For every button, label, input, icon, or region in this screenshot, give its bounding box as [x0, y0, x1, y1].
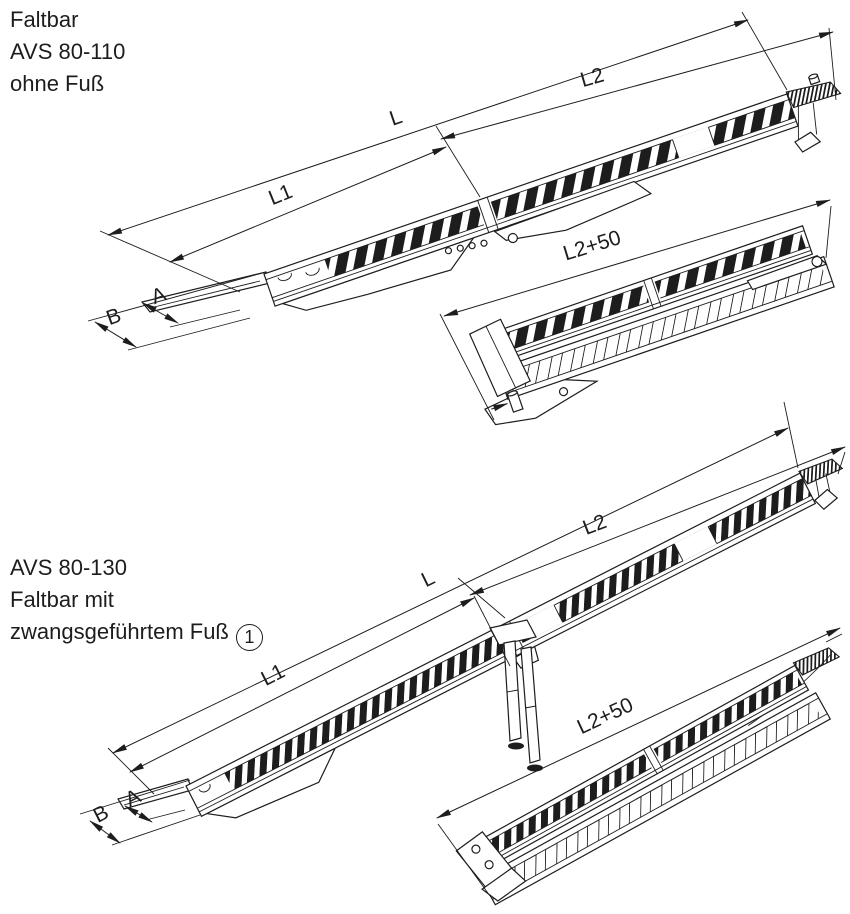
top-label-line2: AVS 80-110 — [10, 39, 126, 64]
dim-line-folded-top — [443, 199, 831, 317]
dim-label-l1-bottom: L1 — [257, 660, 288, 691]
locking-pin — [491, 390, 524, 413]
dim-line-folded-bottom — [436, 627, 841, 819]
top-label-line3: ohne Fuß — [10, 71, 105, 96]
dim-label-l-top: L — [387, 105, 406, 131]
dim-line-l-top — [107, 19, 749, 236]
bottom-ramp-unfolded — [185, 458, 844, 819]
dim-label-l-bottom: L — [418, 566, 439, 592]
folded-lip — [792, 647, 841, 676]
dim-line-a-bottom — [124, 805, 153, 823]
dim-line-l2-bottom — [469, 446, 846, 596]
callout-1-badge: 1 — [235, 624, 263, 651]
dim-line-b-bottom — [89, 820, 121, 844]
dim-label-folded-bottom: L2+50 — [574, 693, 637, 739]
dim-line-b-top — [94, 321, 137, 348]
dim-label-b-top: B — [103, 304, 124, 330]
top-variant-label: Faltbar AVS 80-110 ohne Fuß — [10, 4, 125, 100]
bottom-label-line2: Faltbar mit — [10, 587, 114, 612]
bottom-variant-label: AVS 80-130 Faltbar mit zwangsgeführtem F… — [10, 552, 263, 651]
dim-label-folded-top: L2+50 — [561, 226, 624, 265]
bottom-label-line1: AVS 80-130 — [10, 555, 128, 580]
bottom-label-line3-text: zwangsgeführtem Fuß — [10, 619, 229, 644]
dim-line-l2-top — [440, 31, 834, 140]
top-ramp-folded — [468, 225, 835, 426]
dim-line-a-top — [142, 302, 179, 324]
top-label-line1: Faltbar — [10, 7, 79, 32]
dim-label-l2-top: L2 — [578, 63, 607, 92]
dim-label-l2-bottom: L2 — [580, 510, 610, 540]
dim-label-l1-top: L1 — [265, 180, 295, 210]
